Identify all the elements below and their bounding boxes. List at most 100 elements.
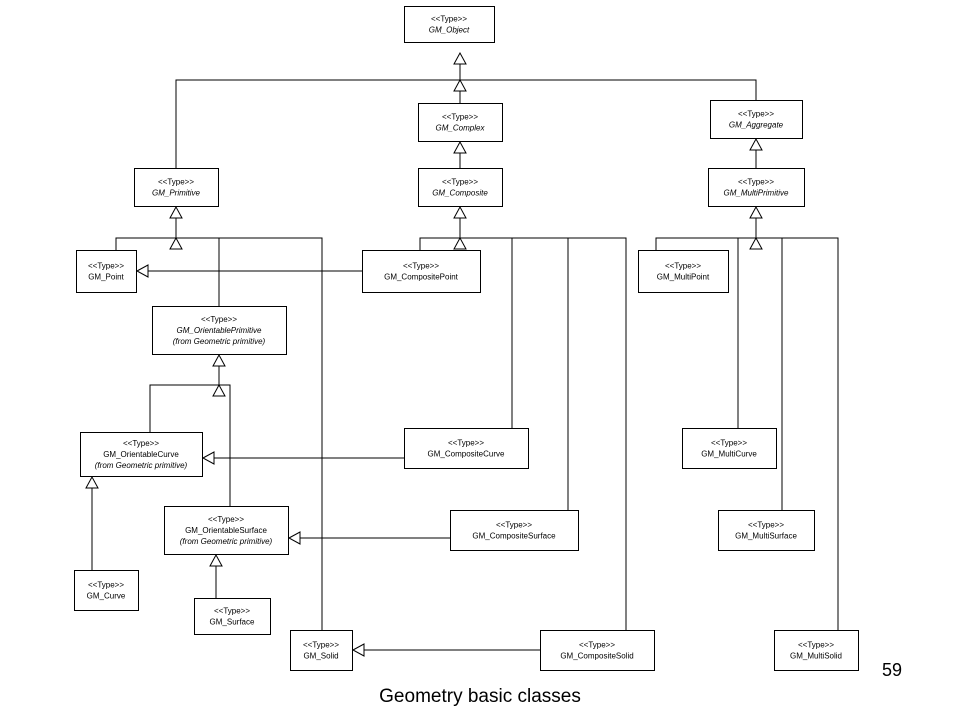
stereotype-label: <<Type>>: [431, 15, 467, 24]
inheritance-arrowhead-orientablecurve: [85, 475, 99, 489]
class-box-object: <<Type>> GM_Object: [404, 6, 495, 43]
generalization-line-compositepoint: [419, 207, 461, 250]
class-box-border: [74, 570, 139, 611]
stereotype-label: <<Type>>: [201, 315, 237, 324]
class-box-surface: <<Type>> GM_Surface: [194, 598, 271, 635]
class-box-multicurve: <<Type>> GM_MultiCurve: [682, 428, 777, 469]
class-name: GM_CompositeCurve: [428, 450, 505, 459]
class-name: GM_Object: [429, 26, 470, 35]
class-box-multiprimitive: <<Type>> GM_MultiPrimitive: [708, 168, 805, 207]
association-arrowhead-orientablesurface: [287, 531, 301, 545]
stereotype-label: <<Type>>: [798, 641, 834, 650]
class-box-border: [152, 306, 287, 355]
stereotype-label: <<Type>>: [158, 178, 194, 187]
relationship-lines: [85, 51, 839, 657]
class-box-border: [80, 432, 203, 477]
stereotype-label: <<Type>>: [403, 262, 439, 271]
class-box-multisolid: <<Type>> GM_MultiSolid: [774, 630, 859, 671]
stereotype-label: <<Type>>: [738, 178, 774, 187]
class-name: GM_MultiSurface: [735, 532, 797, 541]
class-name: GM_OrientablePrimitive: [177, 326, 262, 335]
inheritance-arrowhead-multiprimitive: [749, 236, 763, 250]
class-box-point: <<Type>> GM_Point: [76, 250, 137, 293]
class-name: GM_Point: [88, 273, 124, 282]
generalization-line-orientablesurface: [219, 384, 231, 506]
stereotype-label: <<Type>>: [711, 439, 747, 448]
class-name: GM_CompositeSurface: [472, 532, 556, 541]
stereotype-label: <<Type>>: [448, 439, 484, 448]
class-box-compositesolid: <<Type>> GM_CompositeSolid: [540, 630, 655, 671]
class-box-compositepoint: <<Type>> GM_CompositePoint: [362, 250, 481, 293]
association-arrowhead-orientablecurve: [201, 451, 215, 465]
class-box-border: [194, 598, 271, 635]
class-box-multisurface: <<Type>> GM_MultiSurface: [718, 510, 815, 551]
stereotype-label: <<Type>>: [208, 515, 244, 524]
generalization-line-orientablecurve: [149, 355, 220, 432]
class-box-orientableprimitive: <<Type>>GM_OrientablePrimitive(from Geom…: [152, 306, 287, 355]
package-note: (from Geometric primitive): [95, 461, 188, 470]
class-box-composite: <<Type>>GM_Composite: [418, 168, 503, 207]
class-box-border: [164, 506, 289, 555]
class-name: GM_Complex: [436, 124, 486, 133]
class-box-border: [710, 100, 803, 139]
class-name: GM_Composite: [432, 189, 488, 198]
generalization-line-orientableprimitive: [176, 237, 220, 306]
inheritance-arrowhead-object: [453, 78, 467, 92]
class-box-border: [362, 250, 481, 293]
class-box-compositecurve: <<Type>> GM_CompositeCurve: [404, 428, 529, 469]
generalization-line-solid: [176, 237, 323, 630]
class-name: GM_CompositePoint: [384, 273, 459, 282]
package-note: (from Geometric primitive): [180, 537, 273, 546]
inheritance-arrowhead-primitive: [169, 236, 183, 250]
class-box-complex: <<Type>> GM_Complex: [418, 103, 503, 142]
generalization-line-point: [115, 207, 177, 250]
inheritance-arrowhead-aggregate: [749, 137, 763, 151]
class-name: GM_MultiSolid: [790, 652, 842, 661]
class-boxes: <<Type>>GM_Object<<Type>>GM_Complex<<Typ…: [74, 6, 859, 671]
inheritance-arrowhead-composite: [453, 236, 467, 250]
diagram-caption: Geometry basic classes: [379, 686, 581, 707]
class-name: GM_CompositeSolid: [560, 652, 633, 661]
generalization-line-multicurve: [737, 237, 756, 428]
inheritance-arrowhead-primitive: [169, 205, 183, 219]
class-box-border: [708, 168, 805, 207]
class-box-border: [682, 428, 777, 469]
stereotype-label: <<Type>>: [748, 521, 784, 530]
stereotype-label: <<Type>>: [123, 439, 159, 448]
stereotype-label: <<Type>>: [442, 113, 478, 122]
generalization-line-multisolid: [756, 237, 839, 630]
inheritance-arrowhead-orientableprimitive: [212, 383, 226, 397]
class-box-orientablesurface: <<Type>> GM_OrientableSurface (from Geomet…: [164, 506, 289, 555]
class-name: GM_Curve: [87, 592, 126, 601]
class-name: GM_OrientableCurve: [103, 450, 179, 459]
stereotype-label: <<Type>>: [214, 607, 250, 616]
class-name: GM_Solid: [303, 652, 338, 661]
class-name: GM_MultiPrimitive: [724, 189, 789, 198]
class-name: GM_Surface: [210, 618, 255, 627]
class-box-border: [540, 630, 655, 671]
stereotype-label: <<Type>>: [579, 641, 615, 650]
page-number: 59: [882, 660, 903, 680]
class-box-orientablecurve: <<Type>> GM_OrientableCurve (from Geometri…: [80, 432, 203, 477]
class-box-solid: <<Type>>GM_Solid: [290, 630, 353, 671]
class-box-border: [290, 630, 353, 671]
class-name: GM_Primitive: [152, 189, 201, 198]
class-box-curve: <<Type>>GM_Curve: [74, 570, 139, 611]
class-name: GM_Aggregate: [729, 121, 784, 130]
stereotype-label: <<Type>>: [88, 262, 124, 271]
class-box-primitive: <<Type>> GM_Primitive: [134, 168, 219, 207]
class-box-border: [450, 510, 579, 551]
class-box-compositesurface: <<Type>>GM_CompositeSurface: [450, 510, 579, 551]
inheritance-arrowhead-orientableprimitive: [212, 353, 226, 367]
stereotype-label: <<Type>>: [665, 262, 701, 271]
class-name: GM_MultiCurve: [701, 450, 757, 459]
generalization-line-primitive: [175, 79, 460, 168]
generalization-line-aggregate: [460, 79, 757, 100]
generalization-line-compositesolid: [460, 237, 627, 630]
inheritance-arrowhead-multiprimitive: [749, 205, 763, 219]
class-box-border: [76, 250, 137, 293]
class-box-border: [718, 510, 815, 551]
class-name: GM_OrientableSurface: [185, 526, 267, 535]
generalization-line-multipoint: [655, 207, 757, 250]
inheritance-arrowhead-object: [453, 51, 467, 65]
